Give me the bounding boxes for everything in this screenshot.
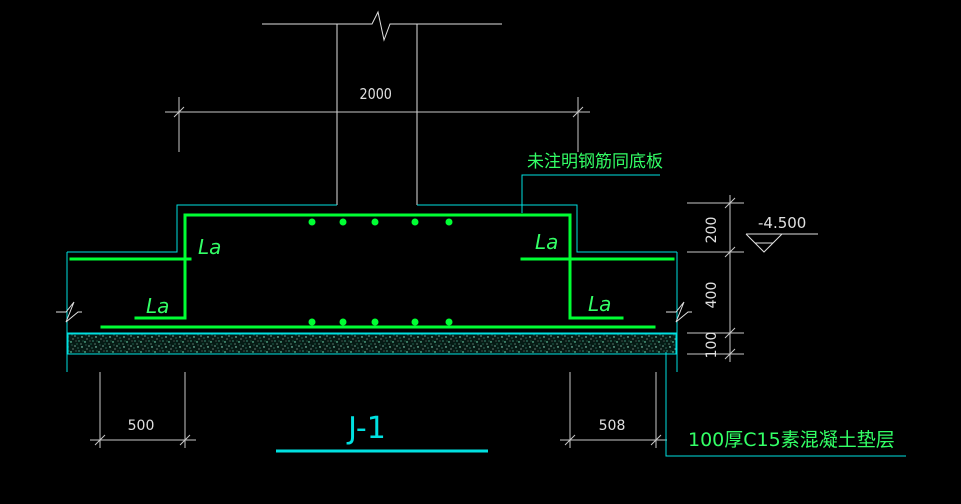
elevation-marker — [745, 233, 818, 253]
dimension-500: 500 — [128, 418, 155, 434]
column-outline — [262, 10, 502, 205]
dimension-bottom-left — [90, 372, 196, 448]
dimension-400: 400 — [704, 282, 720, 309]
la-label-top-left: La — [198, 235, 221, 259]
dimension-508: 508 — [599, 418, 626, 434]
elevation-value: -4.500 — [758, 214, 806, 232]
la-label-bottom-right: La — [588, 292, 611, 316]
note-leader — [521, 174, 660, 213]
rebar — [69, 213, 675, 329]
la-label-top-right: La — [535, 230, 558, 254]
note-text: 未注明钢筋同底板 — [527, 152, 663, 172]
la-label-bottom-left: La — [146, 294, 169, 318]
dimension-top-value: 2000 — [359, 86, 391, 103]
dimension-200: 200 — [704, 217, 720, 244]
dimension-top — [165, 97, 590, 152]
foundation-outline — [66, 204, 678, 372]
cushion-note: 100厚C15素混凝土垫层 — [688, 429, 895, 451]
cushion-leader — [665, 352, 906, 457]
break-marks — [56, 301, 692, 323]
concrete-cushion — [67, 333, 677, 355]
rebar-dots — [308, 218, 453, 326]
dimension-right — [687, 195, 744, 362]
dimension-100: 100 — [704, 332, 720, 359]
section-title: J-1 — [346, 411, 386, 446]
dimension-bottom-right — [560, 372, 667, 448]
